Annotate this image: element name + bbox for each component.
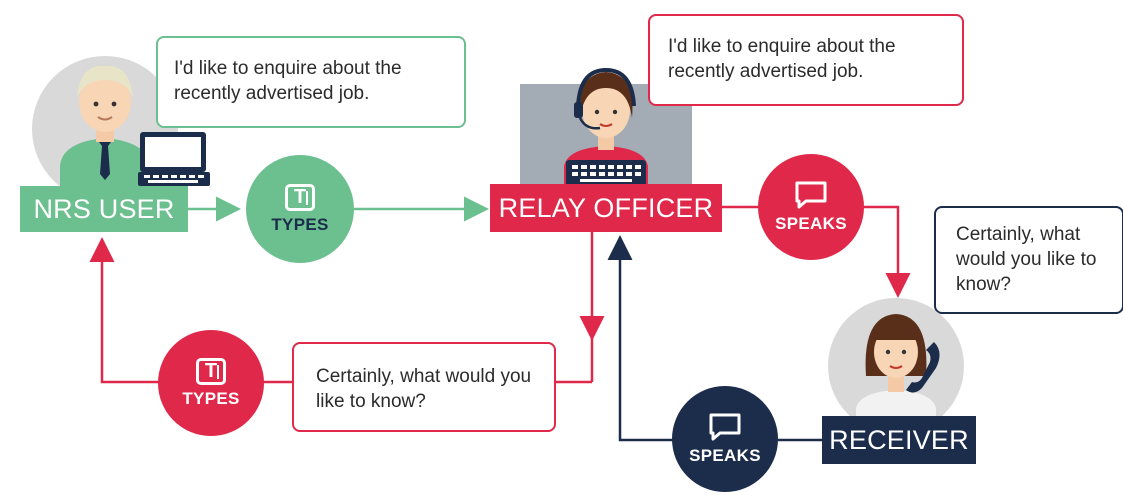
keyboard-icon <box>566 160 646 191</box>
arrow-speaks-to-relay <box>607 235 676 442</box>
relay-typed-reply-message: Certainly, what would you like to know? <box>316 366 532 412</box>
relay-typed-reply-bubble: Certainly, what would you like to know? <box>292 342 556 432</box>
relay-officer-speech-bubble: I'd like to enquire about the recently a… <box>648 14 964 106</box>
receiver-avatar <box>826 296 966 434</box>
laptop-icon <box>138 130 210 193</box>
relay-officer-message: I'd like to enquire about the recently a… <box>668 36 896 82</box>
types-action-circle-red: T TYPES <box>158 330 264 436</box>
speaks-action-circle-navy: SPEAKS <box>672 386 778 492</box>
nrs-user-speech-bubble: I'd like to enquire about the recently a… <box>156 36 466 128</box>
speaks-label: SPEAKS <box>689 446 761 465</box>
arrow-types-to-user <box>89 237 160 384</box>
types-label: TYPES <box>182 388 240 408</box>
text-type-icon: T <box>196 357 226 385</box>
types-action-circle: T TYPES <box>246 155 354 263</box>
nrs-user-label: NRS USER <box>20 186 188 232</box>
receiver-speech-bubble: Certainly, what would you like to know? <box>934 206 1123 314</box>
speaks-action-circle-red: SPEAKS <box>758 154 864 260</box>
speech-bubble-icon <box>709 413 741 441</box>
nrs-user-message: I'd like to enquire about the recently a… <box>174 58 402 104</box>
speaks-label: SPEAKS <box>775 214 847 233</box>
arrow-speaks-to-receiver <box>862 205 911 298</box>
types-label: TYPES <box>271 214 329 234</box>
relay-officer-label: RELAY OFFICER <box>490 184 722 232</box>
phone-receiver-icon <box>828 298 964 434</box>
speech-bubble-icon <box>795 181 827 209</box>
receiver-reply-message: Certainly, what would you like to know? <box>956 224 1097 295</box>
text-type-icon: T <box>285 183 315 211</box>
receiver-label: RECEIVER <box>822 416 976 464</box>
